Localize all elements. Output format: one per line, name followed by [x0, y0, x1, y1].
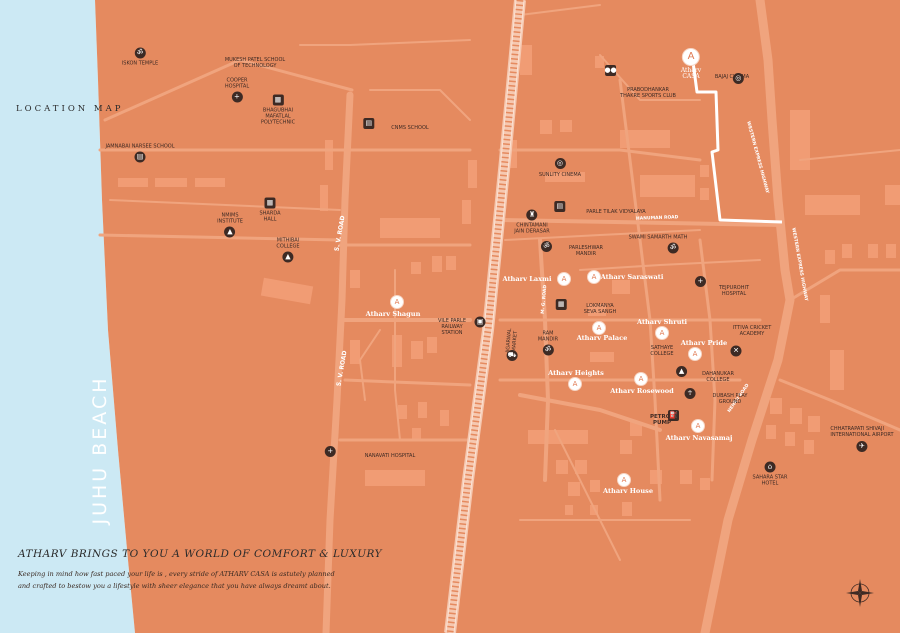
poi-nanavati[interactable]: + NANAVATI HOSPITAL: [324, 446, 415, 459]
poi-ittiva[interactable]: ITTIVA CRICKET ACADEMY: [732, 325, 772, 337]
building-icon: ▦: [555, 299, 567, 310]
project-label-shagun: Atharv Shagun: [365, 310, 421, 318]
atharv-logo-icon: A: [688, 347, 702, 361]
atharv-logo-icon: A: [592, 321, 606, 335]
poi-cricket[interactable]: ✕: [730, 345, 742, 357]
atharv-logo-icon: A: [691, 419, 705, 433]
atharv-logo-icon: A: [390, 295, 404, 309]
project-label-pride: Atharv Pride: [680, 339, 728, 347]
om-icon: ॐ: [540, 241, 552, 252]
atharv-logo-icon: A: [617, 473, 631, 487]
airplane-icon: ✈: [856, 441, 868, 452]
description: Keeping in mind how fast paced your life…: [18, 570, 335, 590]
project-atharv-heights[interactable]: A: [568, 377, 582, 391]
poi-bhagubhai[interactable]: ▦ BHAGUBHAI MAFATLAL POLYTECHNIC: [260, 94, 296, 126]
building-icon: ▦: [272, 94, 284, 106]
poi-petrol-pump[interactable]: PETROL PUMP ⛽: [650, 410, 680, 426]
project-atharv-shruti[interactable]: A: [655, 326, 669, 340]
tagline: ATHARV BRINGS TO YOU A WORLD OF COMFORT …: [18, 548, 383, 560]
book-icon: ▤: [554, 201, 566, 212]
poi-bajaj-cinema[interactable]: BAJAJ CINEMA ◎: [715, 73, 749, 84]
poi-swami-samarth[interactable]: SWAMI SAMARTH MATH ॐ: [628, 234, 688, 254]
om-icon: ॐ: [667, 242, 679, 254]
poi-prabodhankar[interactable]: ●● PRABODHANKAR THAKRE SPORTS CLUB: [604, 65, 676, 99]
poi-nmims[interactable]: NMIMS INSTITUTE ▲: [217, 212, 243, 238]
poi-cooper-hospital[interactable]: COOPER HOSPITAL +: [224, 77, 250, 103]
poi-sahara[interactable]: ⌂ SAHARA STAR HOTEL: [752, 461, 788, 487]
project-atharv-house[interactable]: A: [617, 473, 631, 487]
cart-icon: ⛟: [506, 350, 518, 361]
beach-label: JUHU BEACH: [89, 375, 111, 525]
project-atharv-navasamaj[interactable]: A: [691, 419, 705, 433]
poi-cnms[interactable]: ▤ CNMS SCHOOL: [363, 118, 429, 131]
project-atharv-laxmi[interactable]: A: [557, 272, 571, 286]
atharv-logo-icon: A: [634, 372, 648, 386]
project-atharv-pride[interactable]: A: [688, 347, 702, 361]
atharv-logo-icon: A: [682, 48, 700, 66]
graduation-cap-icon: ▲: [282, 251, 294, 263]
om-icon: ॐ: [542, 344, 554, 356]
project-label-house: Atharv House: [602, 487, 654, 495]
temple-icon: ♜: [526, 209, 538, 221]
project-label-saraswati: Atharv Saraswati: [600, 273, 664, 281]
project-atharv-saraswati[interactable]: A: [587, 270, 601, 284]
project-atharv-casa[interactable]: A Atharv CASA: [681, 48, 701, 80]
atharv-logo-icon: A: [568, 377, 582, 391]
poi-iskon-temple[interactable]: ॐ ISKON TEMPLE: [121, 47, 159, 67]
poi-dahanukar[interactable]: ▲ DAHANUKAR COLLEGE: [676, 366, 734, 383]
poi-chintamani[interactable]: ♜ CHINTAMANI JAIN DERASAR: [514, 209, 550, 235]
film-reel-icon: ◎: [554, 158, 566, 169]
book-icon: ▤: [134, 151, 146, 163]
people-icon: ●●: [604, 65, 617, 76]
project-label-shruti: Atharv Shruti: [636, 318, 688, 326]
poi-parle-tilak[interactable]: ▤ PARLE TILAK VIDYALAYA: [554, 201, 646, 215]
atharv-logo-icon: A: [587, 270, 601, 284]
poi-ram-mandir[interactable]: RAM MANDIR ॐ: [537, 330, 559, 356]
poi-sathaye[interactable]: SATHAYE COLLEGE: [650, 345, 674, 357]
train-icon: ▣: [474, 316, 486, 328]
building-icon: ▦: [264, 197, 276, 209]
atharv-logo-icon: A: [655, 326, 669, 340]
poi-parleshwar[interactable]: ॐ PARLESHWAR MANDIR: [540, 241, 603, 257]
poi-agarwal-market[interactable]: AGARWAL MARKET ⛟: [504, 328, 519, 361]
page-title: LOCATION MAP: [16, 104, 124, 114]
project-label-palace: Atharv Palace: [576, 334, 628, 342]
project-atharv-rosewood[interactable]: A: [634, 372, 648, 386]
poi-train[interactable]: ▣: [474, 316, 486, 328]
project-atharv-palace[interactable]: A: [592, 321, 606, 335]
poi-dubash[interactable]: ☥ DUBASH PLAY GROUND: [684, 388, 747, 405]
cricket-bats-icon: ✕: [730, 345, 742, 357]
hospital-cross-icon: +: [694, 276, 706, 287]
poi-tejpurohit[interactable]: + TEJPUROHIT HOSPITAL: [694, 276, 749, 297]
project-label-rosewood: Atharv Rosewood: [610, 387, 674, 395]
film-reel-icon: ◎: [732, 73, 744, 84]
graduation-cap-icon: ▲: [676, 366, 688, 377]
poi-vile-parle-station[interactable]: VILE PARLE RAILWAY STATION: [438, 318, 466, 336]
project-atharv-shagun[interactable]: A: [390, 295, 404, 309]
runner-icon: ☥: [684, 388, 696, 399]
project-label-navasamaj: Atharv Navasamaj: [665, 434, 733, 442]
poi-lokmanya[interactable]: ▦ LOKMANYA SEVA SANGH: [555, 299, 616, 315]
graduation-cap-icon: ▲: [224, 226, 236, 238]
atharv-logo-icon: A: [557, 272, 571, 286]
hospital-cross-icon: +: [231, 91, 243, 103]
poi-jamnabai[interactable]: JAMNABAI NARSEE SCHOOL ▤: [105, 143, 175, 163]
hospital-cross-icon: +: [324, 446, 336, 457]
project-label-laxmi: Atharv Laxmi: [502, 275, 552, 283]
compass-icon: [846, 579, 874, 607]
book-icon: ▤: [363, 118, 375, 129]
om-icon: ॐ: [134, 47, 146, 59]
fuel-pump-icon: ⛽: [668, 410, 680, 421]
hotel-icon: ⌂: [764, 461, 776, 473]
project-label-heights: Atharv Heights: [548, 369, 604, 377]
poi-mithibai[interactable]: MITHIBAI COLLEGE ▲: [276, 237, 300, 263]
poi-sunlity-cinema[interactable]: ◎ SUNLITY CINEMA: [538, 158, 582, 178]
poi-sharda-hall[interactable]: ▦ SHARDA HALL: [259, 197, 281, 223]
poi-mukesh-patel[interactable]: MUKESH PATEL SCHOOL OF TECHNOLOGY: [224, 57, 286, 69]
poi-airport[interactable]: CHHATRAPATI SHIVAJI INTERNATIONAL AIRPOR…: [830, 426, 894, 452]
